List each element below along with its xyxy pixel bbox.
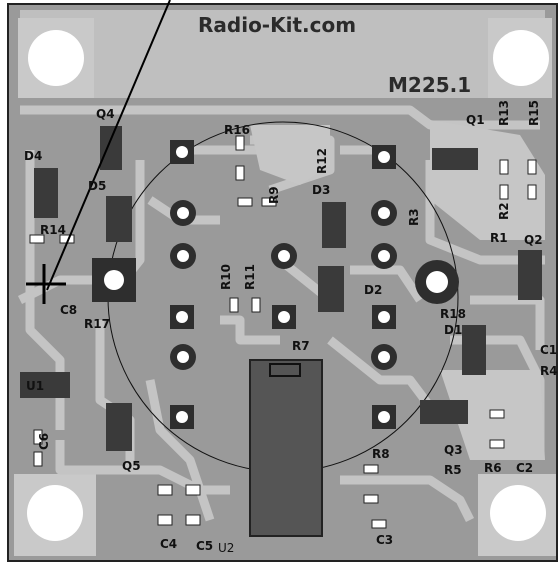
mounting-hole-bottom-left	[14, 474, 96, 556]
label-r16: R16	[224, 123, 250, 137]
label-q4: Q4	[96, 107, 115, 121]
passive-pads	[29, 135, 537, 529]
label-q5: Q5	[122, 459, 141, 473]
connector-pad	[92, 258, 136, 302]
label-r7: R7	[292, 339, 310, 353]
brand-title: Radio-Kit.com	[198, 13, 356, 37]
mounting-hole-bottom-right	[478, 474, 556, 556]
label-q2: Q2	[524, 233, 543, 247]
label-r15: R15	[527, 100, 541, 126]
label-r13: R13	[497, 100, 511, 126]
designator-labels: Q4 R16 Q1 R13 R15 D4 D5 R12 R9 D3 R3 R2 …	[24, 100, 558, 555]
smd-components	[20, 126, 542, 451]
label-c2: C2	[516, 461, 533, 475]
label-r14: R14	[40, 223, 66, 237]
label-c4: C4	[160, 537, 177, 551]
antenna-wire	[26, 0, 171, 304]
header-band	[20, 10, 545, 98]
u2-ic-package	[249, 359, 323, 537]
label-u1: U1	[26, 379, 44, 393]
label-d4: D4	[24, 149, 42, 163]
label-u2: U2	[218, 541, 234, 555]
label-r5: R5	[444, 463, 462, 477]
label-r1: R1	[490, 231, 508, 245]
label-r11: R11	[243, 264, 257, 290]
mounting-hole-top-right	[488, 18, 552, 98]
label-r10: R10	[219, 264, 233, 290]
label-r17: R17	[84, 317, 110, 331]
label-d2: D2	[364, 283, 382, 297]
label-c8: C8	[60, 303, 77, 317]
label-r9: R9	[267, 186, 281, 204]
label-q1: Q1	[466, 113, 485, 127]
label-d5: D5	[88, 179, 106, 193]
label-d3: D3	[312, 183, 330, 197]
label-r8: R8	[372, 447, 390, 461]
label-c6: C6	[37, 433, 51, 450]
label-r6: R6	[484, 461, 502, 475]
label-r12: R12	[315, 148, 329, 174]
label-c5: C5	[196, 539, 213, 553]
label-c3: C3	[376, 533, 393, 547]
label-r18: R18	[440, 307, 466, 321]
label-d1: D1	[444, 323, 462, 337]
label-c1: C1	[540, 343, 557, 357]
label-q3: Q3	[444, 443, 463, 457]
board-outline	[7, 3, 558, 562]
mounting-hole-top-left	[18, 18, 94, 98]
board-model: M225.1	[388, 73, 471, 97]
label-r4: R4	[540, 364, 558, 378]
label-r2: R2	[497, 202, 511, 220]
label-r3: R3	[407, 208, 421, 226]
round-pads	[170, 200, 459, 370]
